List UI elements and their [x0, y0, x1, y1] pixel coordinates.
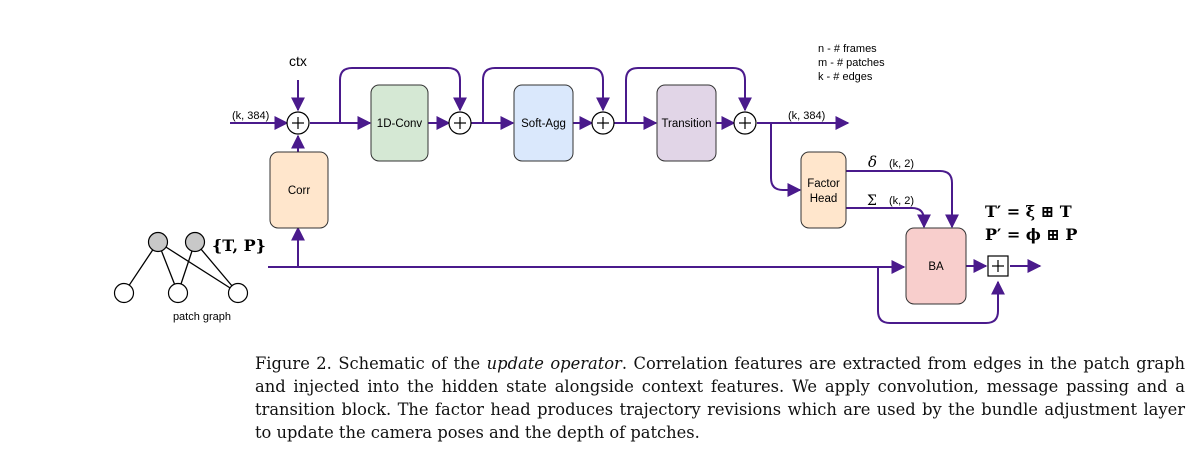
delta-symbol: δ [868, 153, 877, 171]
transition-block [656, 84, 717, 162]
update-equation-1: T′ = ξ ⊞ T [985, 202, 1072, 221]
hidden-to-factor-head [770, 123, 802, 197]
sum-node [591, 111, 615, 135]
patch-node [167, 282, 189, 304]
frame-node [147, 231, 169, 253]
graph-input-label: {T, P} [212, 236, 266, 255]
delta-shape: (k, 2) [889, 158, 914, 170]
boxplus-node [987, 255, 1009, 277]
sigma-arrow [846, 207, 931, 229]
softagg-block [513, 84, 574, 162]
conv-block [370, 84, 429, 162]
sigma-shape: (k, 2) [889, 195, 914, 207]
patch-graph [113, 231, 249, 304]
pose-bypass-arrow [877, 267, 1005, 324]
corr-label: Corr [288, 185, 311, 197]
update-operator-diagram: 1D-Conv Soft-Agg Transition Corr Factor … [113, 43, 1077, 324]
hidden-out-shape: (k, 384) [788, 110, 825, 122]
caption-pre: Schematic of the [338, 354, 481, 373]
factor-head-label-1: Factor [807, 178, 840, 190]
arrows [230, 67, 1042, 324]
corr-block [269, 151, 329, 229]
caption-emphasis: update operator [486, 354, 622, 373]
legend-item: m - # patches [818, 57, 885, 69]
sum-node [733, 111, 757, 135]
sum-node [448, 111, 472, 135]
factor-head-block [800, 151, 847, 229]
caption-label: Figure 2. [255, 354, 332, 373]
patch-node [113, 282, 135, 304]
patch-graph-label: patch graph [173, 311, 231, 323]
ba-label: BA [928, 261, 944, 273]
skip-softagg [482, 67, 610, 123]
update-equation-2: P′ = ϕ ⊞ P [985, 225, 1077, 244]
legend-item: n - # frames [818, 43, 877, 55]
sum-node [286, 111, 310, 135]
legend: n - # frames m - # patches k - # edges [818, 43, 885, 83]
delta-arrow [846, 170, 959, 229]
skip-transition [625, 67, 752, 123]
ctx-label: ctx [289, 53, 307, 69]
conv-label: 1D-Conv [377, 118, 423, 130]
factor-head-label-2: Head [810, 193, 838, 205]
ba-block [905, 227, 967, 305]
frame-node [184, 231, 206, 253]
figure-caption: Figure 2. Schematic of the update operat… [255, 352, 1185, 444]
transition-label: Transition [661, 118, 711, 130]
patch-node [227, 282, 249, 304]
caption-body: . Correlation features are extracted fro… [255, 354, 1185, 442]
legend-item: k - # edges [818, 71, 873, 83]
sigma-symbol: Σ [867, 193, 877, 209]
hidden-in-shape: (k, 384) [232, 110, 269, 122]
skip-conv [339, 67, 467, 123]
softagg-label: Soft-Agg [521, 118, 566, 130]
